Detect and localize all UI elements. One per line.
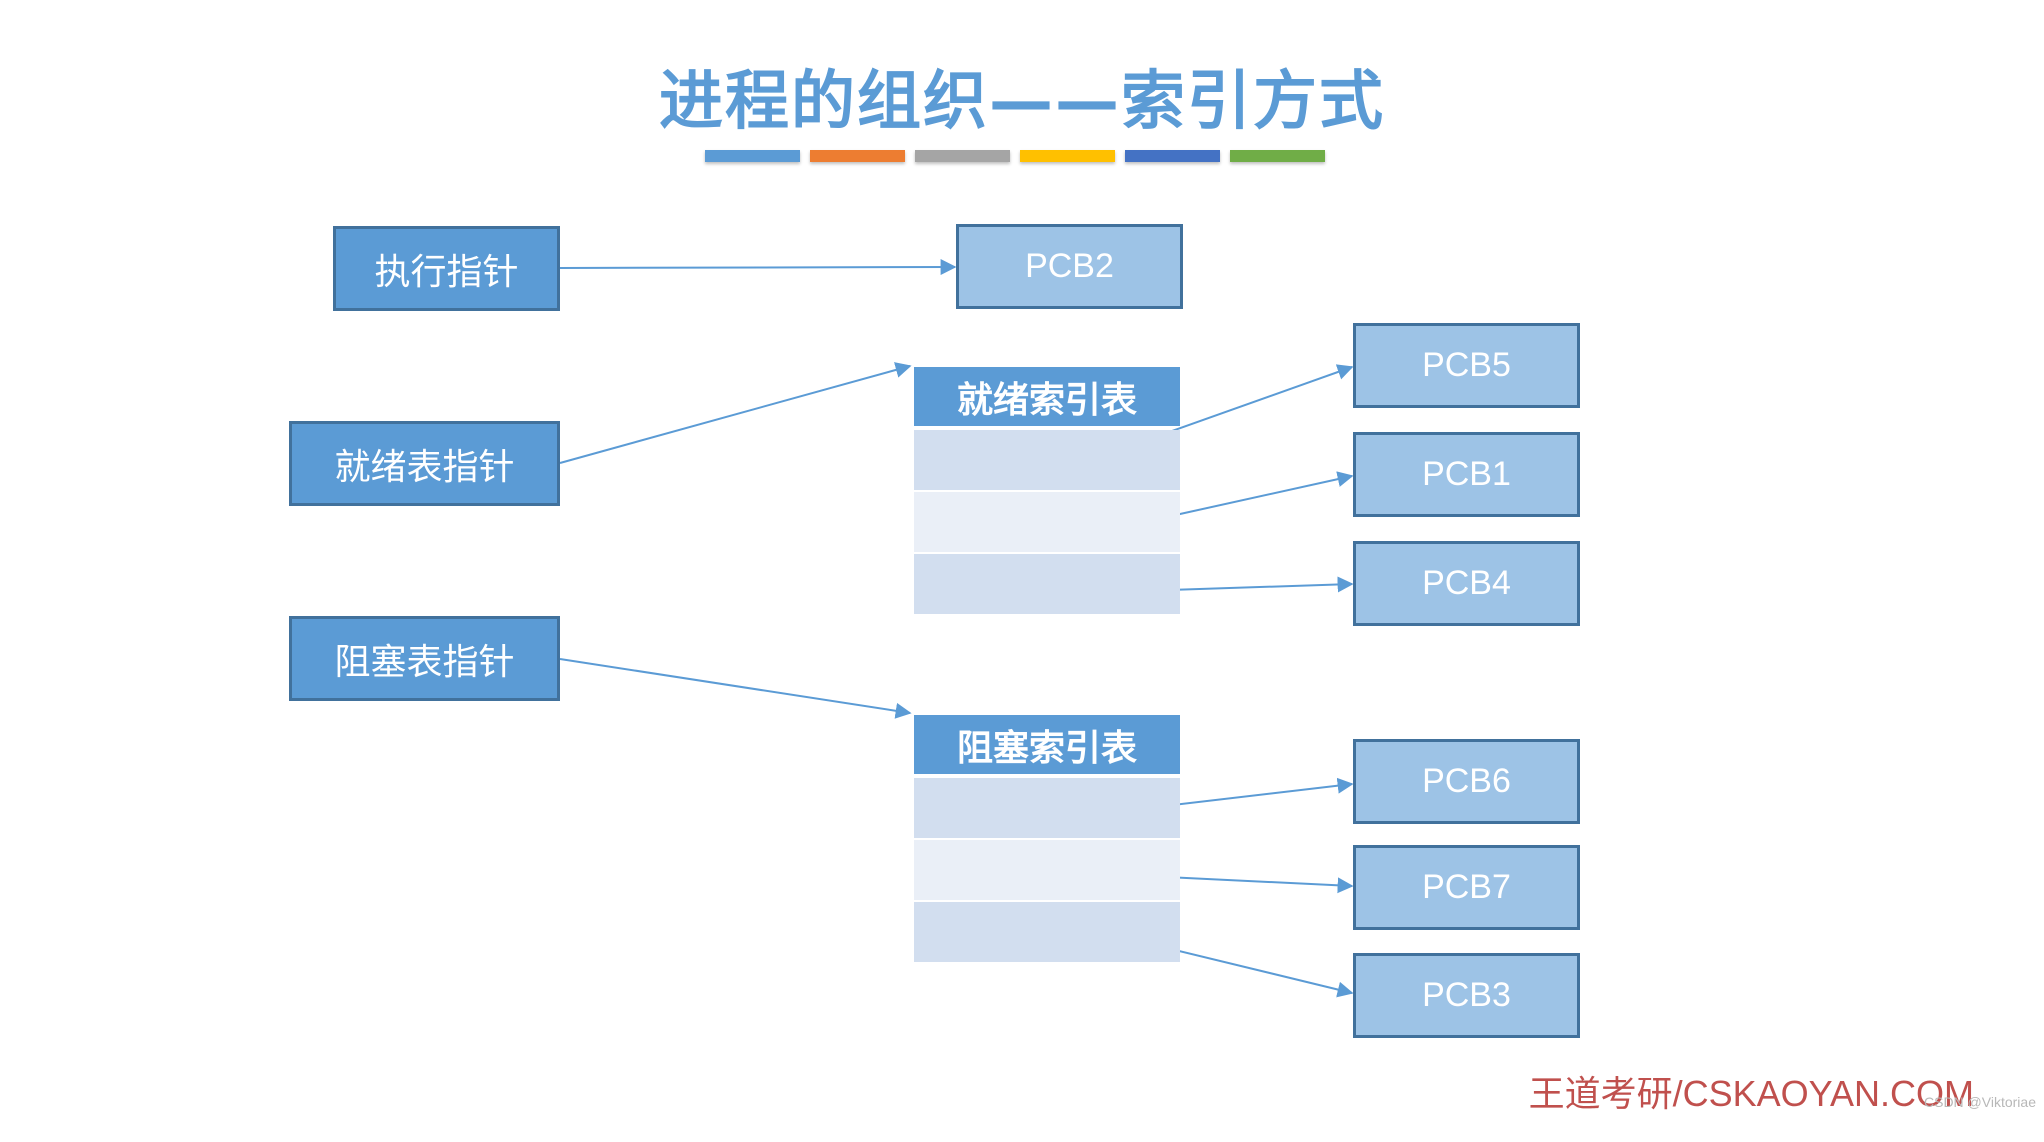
pcb-running: PCB2 [956, 224, 1183, 309]
footer-brand: 王道考研/CSKAOYAN.COM [1528, 1073, 1974, 1114]
stripe [1125, 150, 1220, 162]
pcb-label: PCB5 [1422, 346, 1511, 384]
stripe [1020, 150, 1115, 162]
blocked-index-row [914, 902, 1180, 962]
blocked-pointer-box: 阻塞表指针 [289, 616, 560, 701]
arrow-blocked-ptr-to-table [559, 658, 912, 719]
watermark: CSDN @Viktoriae [1924, 1094, 2036, 1110]
pcb-ready: PCB4 [1353, 541, 1580, 626]
stripe [705, 150, 800, 162]
pcb-label: PCB3 [1422, 976, 1511, 1014]
pcb-ready: PCB5 [1353, 323, 1580, 408]
ready-index-table-header: 就绪索引表 [914, 367, 1180, 426]
ready-pointer-label: 就绪表指针 [334, 446, 515, 488]
ready-index-row [914, 492, 1180, 552]
page-title: 进程的组织——索引方式 [659, 65, 1385, 139]
stripe [1230, 150, 1325, 162]
ready-index-row [914, 554, 1180, 614]
blocked-index-row [914, 840, 1180, 900]
pcb-label: PCB6 [1422, 762, 1511, 800]
ready-pointer-box: 就绪表指针 [289, 421, 560, 506]
pcb-label: PCB2 [1025, 247, 1114, 285]
pcb-label: PCB4 [1422, 564, 1511, 602]
stripe [915, 150, 1010, 162]
pcb-label: PCB1 [1422, 455, 1511, 493]
pcb-blocked: PCB3 [1353, 953, 1580, 1038]
blocked-index-row [914, 778, 1180, 838]
pcb-ready: PCB1 [1353, 432, 1580, 517]
pcb-blocked: PCB7 [1353, 845, 1580, 930]
blocked-pointer-label: 阻塞表指针 [334, 641, 515, 683]
ready-index-row [914, 430, 1180, 490]
exec-pointer-label: 执行指针 [374, 251, 519, 293]
pcb-label: PCB7 [1422, 868, 1511, 906]
blocked-index-table-header: 阻塞索引表 [914, 715, 1180, 774]
stripe [810, 150, 905, 162]
arrow-exec-to-pcb2 [559, 259, 957, 276]
arrow-ready-ptr-to-table [559, 362, 912, 464]
exec-pointer-box: 执行指针 [333, 226, 560, 311]
pcb-blocked: PCB6 [1353, 739, 1580, 824]
title-underline-stripes [705, 150, 1325, 162]
